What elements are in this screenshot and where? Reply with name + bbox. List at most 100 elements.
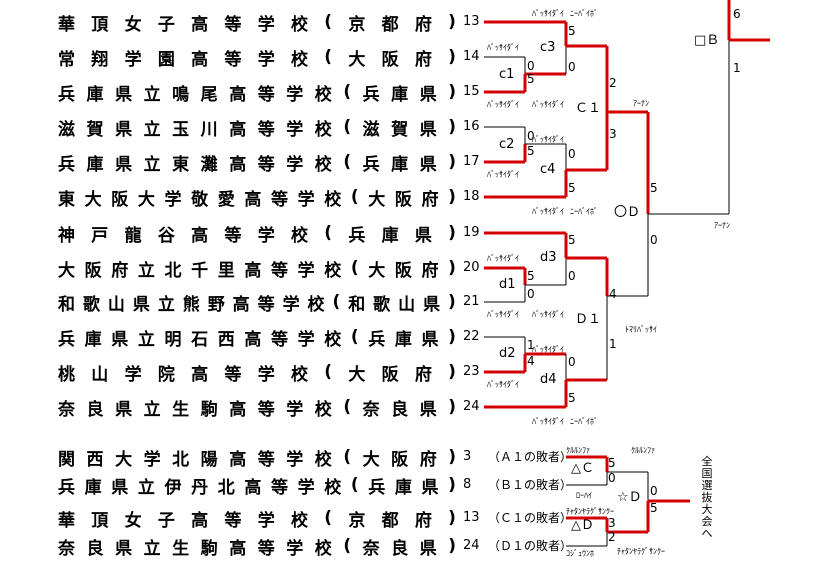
- match-id-label: c4: [540, 162, 556, 177]
- loser-source-label: （Ｃ１の敗者）: [488, 511, 573, 525]
- team-name: 華頂女子高等学校(京都府): [58, 12, 456, 35]
- match-score: 0: [527, 59, 535, 73]
- player-label: ｱｰﾅﾝ: [633, 99, 649, 108]
- player-label: ﾊﾞｯｻｲﾀﾞｲ: [532, 100, 564, 109]
- player-label: ﾊﾞｯｻｲﾀﾞｲ: [532, 9, 564, 18]
- player-label: ﾆｰﾊﾞｲﾎﾞ: [570, 417, 598, 426]
- player-label: ﾊﾞｯｻｲﾀﾞｲ: [487, 380, 519, 389]
- match-score: 0: [568, 355, 576, 369]
- team-seed-number: 3: [463, 449, 472, 464]
- match-score: 5: [650, 181, 658, 195]
- match-score: 4: [609, 287, 617, 301]
- team-seed-number: 13: [463, 14, 480, 29]
- team-name: 東大阪大学敬愛高等学校(大阪府): [58, 187, 456, 210]
- match-score: 1: [527, 338, 535, 352]
- team-name: 桃山学院高等学校(大阪府): [58, 362, 456, 385]
- match-id-label: c3: [540, 40, 556, 55]
- player-label: ﾊﾞｯｻｲﾀﾞｲ: [532, 310, 564, 319]
- team-seed-number: 23: [463, 364, 480, 379]
- match-score: 0: [568, 269, 576, 283]
- player-label: ﾊﾞｯｻｲﾀﾞｲ: [487, 43, 519, 52]
- team-name: 華頂女子高等学校(京都府): [58, 508, 456, 531]
- match-id-label: 〇Ｄ: [614, 205, 641, 220]
- team-seed-number: 14: [463, 49, 480, 64]
- loser-source-label: （Ｂ１の敗者）: [488, 478, 573, 492]
- match-id-label: △Ｃ: [571, 461, 594, 476]
- player-label: ﾊﾞｯｻｲﾀﾞｲ: [487, 170, 519, 179]
- match-id-label: d1: [499, 277, 516, 292]
- team-seed-number: 19: [463, 225, 480, 240]
- player-label: ｸﾙﾙﾝﾌｧ: [566, 446, 590, 455]
- player-label: ﾆｰﾊﾞｲﾎﾞ: [570, 9, 598, 18]
- match-score: 5: [527, 72, 535, 86]
- player-label: ﾁｬﾀﾝﾔﾗｸﾞｻﾝｸｰ: [566, 507, 614, 516]
- player-label: ｱｰﾅﾝ: [714, 221, 730, 230]
- match-score: 5: [650, 501, 658, 515]
- match-id-label: Ｄ１: [575, 312, 602, 327]
- match-score: 0: [568, 60, 576, 74]
- player-label: ﾊﾞｯｻｲﾀﾞｲ: [487, 100, 519, 109]
- match-id-label: d4: [540, 372, 557, 387]
- player-label: ﾄﾏﾘﾊﾞｯｻｲ: [625, 325, 657, 334]
- match-score: 5: [568, 391, 576, 405]
- player-label: ﾊﾞｯｻｲﾀﾞｲ: [487, 254, 519, 263]
- national-tournament-label: 全国選抜大会へ: [701, 455, 713, 540]
- match-score: 5: [527, 144, 535, 158]
- team-name: 奈良県立生駒高等学校(奈良県): [58, 536, 456, 559]
- team-seed-number: 24: [463, 399, 480, 414]
- match-score: 1: [609, 337, 617, 351]
- team-seed-number: 17: [463, 154, 480, 169]
- match-id-label: ☆Ｄ: [617, 490, 642, 505]
- team-name: 関西大学北陽高等学校(大阪府): [58, 447, 456, 470]
- player-label: ｸﾙﾙﾝﾌｧ: [631, 446, 655, 455]
- match-score: 5: [527, 269, 535, 283]
- match-score: 2: [609, 76, 617, 90]
- match-score: 0: [608, 471, 616, 485]
- match-id-label: △Ｄ: [571, 518, 594, 533]
- match-score: 0: [568, 147, 576, 161]
- team-seed-number: 18: [463, 189, 480, 204]
- match-score: 0: [650, 233, 658, 247]
- team-name: 兵庫県立伊丹北高等学校(兵庫県): [58, 475, 456, 498]
- match-id-label: c1: [499, 67, 515, 82]
- team-seed-number: 21: [463, 294, 480, 309]
- player-label: ﾊﾞｯｻｲﾀﾞｲ: [532, 135, 564, 144]
- match-id-label: Ｃ１: [575, 101, 602, 116]
- player-label: ﾊﾞｯｻｲﾀﾞｲ: [487, 310, 519, 319]
- team-name: 兵庫県立東灘高等学校(兵庫県): [58, 152, 456, 175]
- team-name: 兵庫県立鳴尾高等学校(兵庫県): [58, 82, 456, 105]
- team-name: 大阪府立北千里高等学校(大阪府): [58, 258, 456, 281]
- player-label: ｺｼﾞｭｳﾝﾎ: [566, 549, 594, 558]
- match-score: 5: [608, 456, 616, 470]
- player-label: ﾊﾞｯｻｲﾀﾞｲ: [532, 207, 564, 216]
- match-score: 0: [527, 129, 535, 143]
- match-score: 3: [608, 516, 616, 530]
- team-name: 常翔学園高等学校(大阪府): [58, 47, 456, 70]
- match-score: 3: [609, 127, 617, 141]
- team-seed-number: 24: [463, 538, 480, 553]
- match-id-label: d2: [499, 346, 516, 361]
- team-name: 奈良県立生駒高等学校(奈良県): [58, 397, 456, 420]
- match-score: 5: [568, 233, 576, 247]
- match-score: 6: [733, 7, 741, 21]
- team-seed-number: 8: [463, 477, 472, 492]
- match-score: 5: [568, 181, 576, 195]
- team-seed-number: 15: [463, 84, 480, 99]
- player-label: ﾊﾞｯｻｲﾀﾞｲ: [532, 417, 564, 426]
- match-score: 5: [568, 24, 576, 38]
- match-score: 4: [527, 354, 535, 368]
- team-name: 滋賀県立玉川高等学校(滋賀県): [58, 117, 456, 140]
- match-score: 0: [650, 484, 658, 498]
- match-id-label: c2: [499, 137, 515, 152]
- match-score: 0: [527, 287, 535, 301]
- match-score: 1: [733, 61, 741, 75]
- match-id-label: □Ｂ: [694, 33, 720, 48]
- team-seed-number: 13: [463, 510, 480, 525]
- match-score: 2: [608, 530, 616, 544]
- player-label: ﾁｬﾀﾝﾔﾗｸﾞｻﾝｸｰ: [617, 547, 665, 556]
- player-label: ﾛｰﾊｲ: [576, 491, 592, 500]
- team-seed-number: 16: [463, 119, 480, 134]
- player-label: ﾊﾞｯｻｲﾀﾞｲ: [532, 345, 564, 354]
